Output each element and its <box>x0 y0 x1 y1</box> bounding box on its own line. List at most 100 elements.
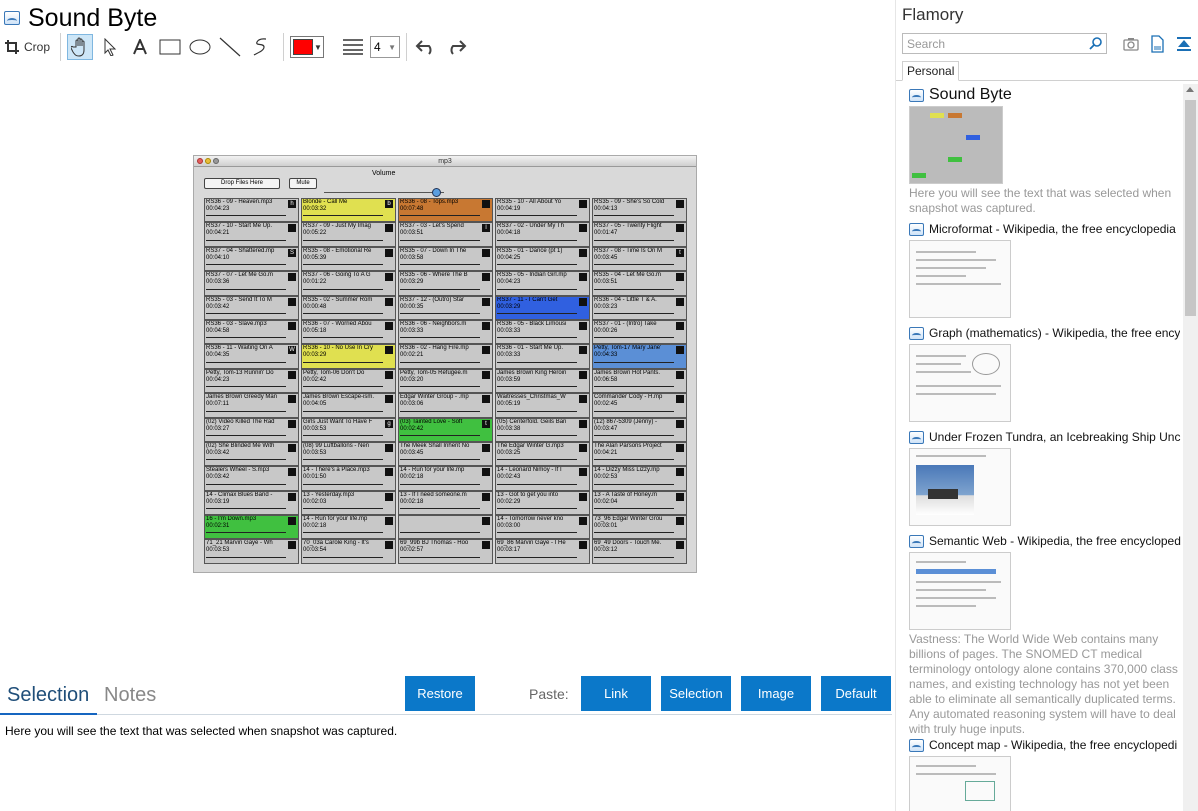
document-icon[interactable] <box>1148 35 1166 53</box>
sound-cell-time: 00:03:20 <box>400 376 424 383</box>
tab-selection[interactable]: Selection <box>7 684 90 706</box>
tab-personal[interactable]: Personal <box>902 61 959 81</box>
selection-text[interactable]: Here you will see the text that was sele… <box>5 724 398 738</box>
toolbar-divider <box>60 33 62 61</box>
sidebar-scrollbar[interactable] <box>1183 84 1198 811</box>
sound-cell-name: 69_86 Marvin Gaye - I He <box>497 540 566 547</box>
sound-cell-time: 00:03:38 <box>497 425 521 432</box>
sound-cell-key <box>288 443 296 452</box>
sound-cell-progress <box>594 264 674 266</box>
sound-cell-key <box>385 346 393 355</box>
ellipse-tool-button[interactable] <box>187 34 213 60</box>
sound-cell-time: 00:03:33 <box>400 327 424 334</box>
sound-cell-time: 00:03:32 <box>303 206 327 212</box>
snapshot-thumbnail <box>909 344 1011 422</box>
sound-cell-time: 00:03:45 <box>400 449 424 456</box>
sound-cell-progress <box>206 386 286 388</box>
restore-button[interactable]: Restore <box>405 676 475 711</box>
sound-cell-time: 00:02:18 <box>303 523 327 530</box>
list-item[interactable]: Sound Byte Here you will see the text th… <box>909 86 1181 216</box>
sound-cell-time: 00:04:19 <box>497 206 521 212</box>
sound-cell-name: RS37 - 07 - Let Me Go.m <box>206 272 274 279</box>
sound-cell-name: RS36 - 08 - Tops.mp3 <box>400 199 459 205</box>
sound-cell-key: b <box>385 200 393 208</box>
sound-cell-time: 00:03:01 <box>594 523 618 530</box>
sound-cell-progress <box>594 410 674 412</box>
line-tool-button[interactable] <box>217 34 243 60</box>
sound-cell-name: Stealers Wheel - S.mp3 <box>206 467 270 474</box>
sound-cell-name: 71_21 Marvin Gaye - Wh <box>206 540 273 547</box>
sound-cell-time: 00:06:58 <box>594 376 618 383</box>
sound-cell-progress <box>303 215 383 217</box>
rectangle-tool-button[interactable] <box>157 34 183 60</box>
paste-selection-button[interactable]: Selection <box>661 676 731 711</box>
sound-cell-time: 00:03:29 <box>303 352 327 359</box>
tab-notes[interactable]: Notes <box>104 684 157 706</box>
sound-cell-key <box>482 492 490 501</box>
sound-cell-key <box>579 370 587 379</box>
search-input[interactable]: Search <box>902 33 1107 54</box>
freehand-tool-button[interactable] <box>247 34 273 60</box>
camera-icon[interactable] <box>1122 35 1140 53</box>
sound-cell-key <box>579 395 587 404</box>
crop-button[interactable]: Crop <box>4 34 50 60</box>
crop-icon <box>5 40 19 54</box>
sound-cell-progress <box>497 337 577 339</box>
sound-cell-time: 00:03:36 <box>206 279 230 286</box>
paste-link-button[interactable]: Link <box>581 676 651 711</box>
sound-cell-name: James Brown Greedy Man <box>206 394 278 401</box>
sound-cell-time: 00:03:29 <box>400 279 424 286</box>
sound-cell-progress <box>206 508 286 510</box>
sound-cell-time: 00:03:51 <box>400 230 424 237</box>
flamory-logo-icon <box>909 222 924 236</box>
line-width-button[interactable] <box>340 34 366 60</box>
collapse-icon[interactable] <box>1175 35 1193 53</box>
title-row: Sound Byte <box>4 3 157 33</box>
sound-cell-name: Petty, Tom-17 Mary Jane' <box>594 345 662 352</box>
sound-cell-progress <box>594 215 674 217</box>
line-width-select[interactable]: 4 ▼ <box>370 36 401 58</box>
list-item[interactable]: Semantic Web - Wikipedia, the free encyc… <box>909 533 1181 737</box>
tab-underline <box>0 713 97 715</box>
sound-cell-key <box>385 248 393 257</box>
select-tool-button[interactable] <box>97 34 123 60</box>
page-title: Sound Byte <box>28 3 158 32</box>
redo-button[interactable] <box>443 34 469 60</box>
scroll-up-icon[interactable] <box>1186 87 1194 92</box>
scroll-thumb[interactable] <box>1185 100 1196 316</box>
pan-tool-button[interactable] <box>67 34 94 60</box>
search-icon[interactable] <box>1089 36 1103 50</box>
undo-button[interactable] <box>413 34 439 60</box>
sound-cell-time: 00:03:29 <box>497 303 521 310</box>
paste-image-button[interactable]: Image <box>741 676 811 711</box>
sound-cell-time: 00:03:45 <box>594 254 618 261</box>
sound-cell-name: The Alan Parsons Project <box>594 442 662 449</box>
list-item[interactable]: Graph (mathematics) - Wikipedia, the fre… <box>909 325 1181 422</box>
sound-cell-key <box>676 517 684 526</box>
sound-cell-name: RS37 - 04 - Shattered.mp <box>206 247 275 254</box>
list-item[interactable]: Concept map - Wikipedia, the free encycl… <box>909 737 1181 811</box>
text-tool-button[interactable] <box>127 34 153 60</box>
sound-cell-time: 00:03:53 <box>206 547 230 554</box>
sound-cell-key <box>288 321 296 330</box>
sound-cell-time: 00:03:51 <box>594 279 618 286</box>
sound-cell-progress <box>497 361 577 363</box>
sound-cell-progress <box>303 288 383 290</box>
volume-label: Volume <box>372 170 396 177</box>
list-item[interactable]: Microformat - Wikipedia, the free encycl… <box>909 221 1181 318</box>
sound-cell-key <box>385 224 393 233</box>
list-item[interactable]: Under Frozen Tundra, an Icebreaking Ship… <box>909 429 1181 526</box>
paste-default-button[interactable]: Default <box>821 676 891 711</box>
color-picker[interactable]: ▼ <box>290 36 325 58</box>
sound-cell-name: RS35 - 03 - Send It To M <box>206 296 272 303</box>
main-pane: Sound Byte Crop <box>0 3 892 738</box>
